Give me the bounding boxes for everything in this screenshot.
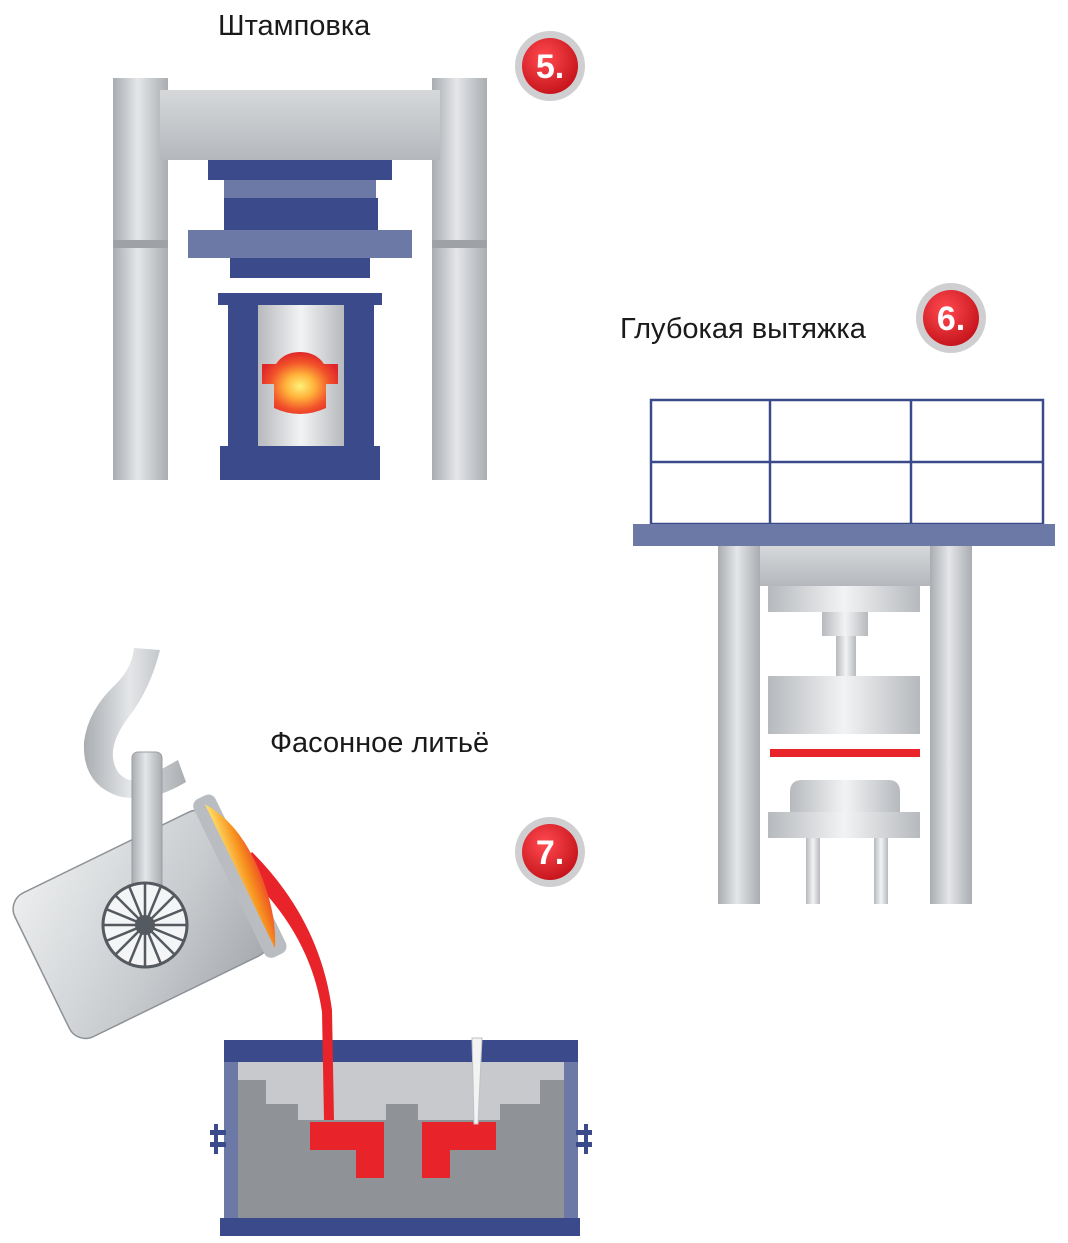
ram-plate-1 (208, 160, 392, 180)
casting-number-badge: 7. (515, 817, 585, 887)
ladle-trunnion-wheel (101, 881, 189, 969)
molten-pour-stream (240, 852, 334, 1120)
punch-holder (768, 586, 920, 612)
crosshead-plate (633, 524, 1055, 546)
stamping-number: 5. (536, 48, 564, 86)
ram-plate-3 (224, 198, 378, 230)
die-base (220, 446, 380, 480)
press-right-column (432, 78, 487, 480)
mold-flask-right (564, 1062, 578, 1218)
deep-drawing-number-badge: 6. (916, 283, 986, 353)
mold-cavity-left (310, 1122, 384, 1178)
stamping-label: Штамповка (218, 10, 371, 42)
drawing-die-base (768, 812, 920, 838)
deep-drawing-number: 6. (937, 300, 965, 338)
crane-hook (83, 648, 186, 799)
die-right-post (344, 305, 374, 450)
sheet-blank (770, 749, 920, 757)
drawing-upper-beam (760, 546, 930, 586)
punch-neck (822, 612, 868, 636)
drawing-die-top (790, 780, 900, 812)
stamping-number-badge: 5. (515, 31, 585, 101)
casting-number: 7. (536, 834, 564, 872)
upper-die-plate (218, 293, 382, 305)
drawing-right-column (930, 546, 972, 904)
casting-label: Фасонное литьё (270, 727, 489, 759)
ram-plate-4 (230, 258, 370, 278)
column-joint (432, 240, 487, 248)
ladle-molten-lip (204, 804, 276, 949)
drawing-left-column (718, 546, 760, 904)
ram-plate-2 (224, 180, 376, 198)
casting-scene (12, 648, 592, 1236)
stamping-press (113, 78, 487, 480)
guide-gap (236, 278, 254, 293)
mold-clamp-left (210, 1124, 226, 1154)
mold-flask-left (224, 1062, 238, 1218)
column-joint (113, 240, 168, 248)
mold-lower-half (238, 1080, 564, 1218)
ejector-rod-left (806, 838, 820, 904)
mold-riser (471, 1037, 483, 1125)
deep-drawing-label: Глубокая вытяжка (620, 313, 867, 345)
deep-drawing-press (633, 398, 1055, 904)
mold-cavity-right (422, 1122, 496, 1178)
press-left-column (113, 78, 168, 480)
guide-gap (346, 278, 364, 293)
punch-head (768, 676, 920, 734)
mold-flask-bottom (220, 1218, 580, 1236)
press-top-beam (160, 90, 440, 160)
ladle-bail (131, 751, 163, 893)
ejector-rod-right (874, 838, 888, 904)
mold-flask-top (224, 1040, 578, 1062)
ram-plate-wide (188, 230, 412, 258)
punch-stem (836, 636, 856, 676)
mold-clamp-right (576, 1124, 592, 1154)
die-left-post (228, 305, 258, 450)
hot-workpiece (262, 352, 338, 414)
